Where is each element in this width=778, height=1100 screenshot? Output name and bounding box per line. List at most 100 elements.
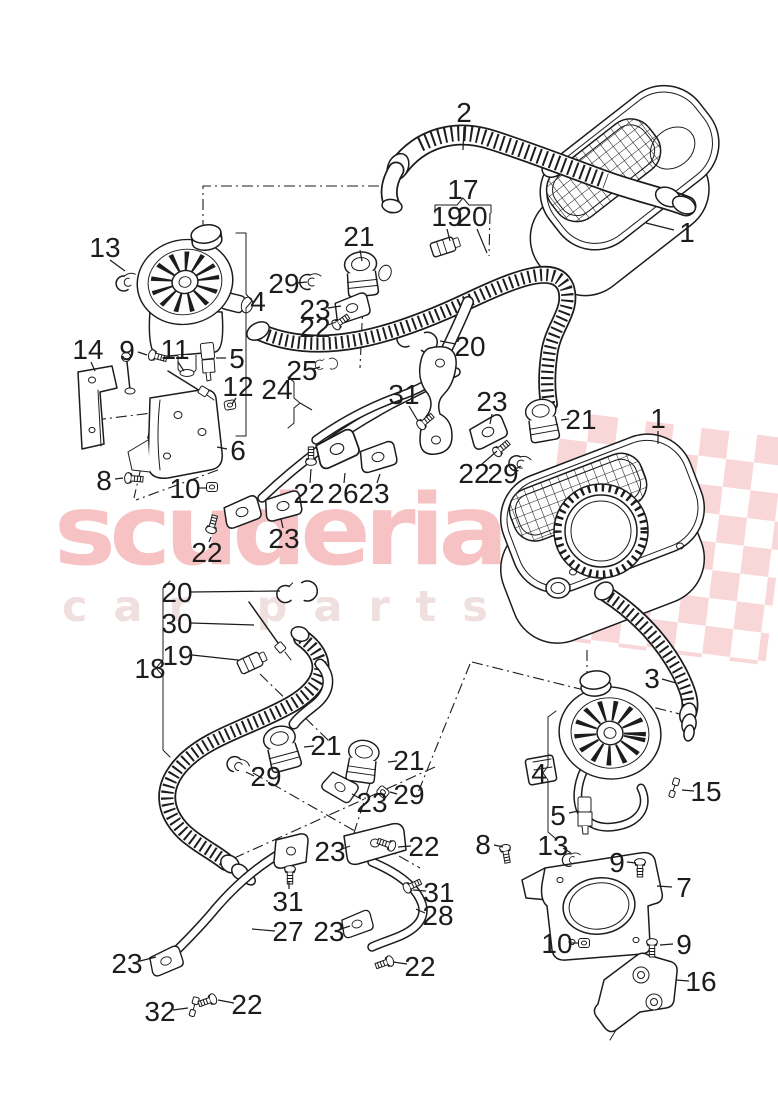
svg-text:9: 9 [676,929,692,960]
cable-tie-11 [167,370,215,401]
svg-text:23: 23 [111,948,142,979]
svg-text:1: 1 [679,217,695,248]
svg-text:23: 23 [313,916,344,947]
cable-tie-30 [248,601,292,661]
svg-text:22: 22 [408,831,439,862]
callout-5: 5 [550,800,579,831]
group-18-small-parts [235,578,320,676]
callout-8: 8 [96,465,124,496]
sensor-19-top [428,234,463,259]
callout-12: 12 [222,371,254,405]
callout-16: 16 [675,966,717,997]
svg-text:22: 22 [458,458,489,489]
svg-text:11: 11 [160,334,189,365]
callout-23: 23 [268,518,300,554]
callout-23: 23 [314,836,351,867]
screw-8-left [123,471,144,486]
screw-22-bl [196,992,219,1010]
svg-text:14: 14 [72,334,103,365]
pipe-28 [338,822,428,972]
hose-2 [380,124,697,217]
callout-13: 13 [89,232,126,272]
callout-1: 1 [650,403,666,444]
svg-text:23: 23 [358,478,389,509]
pipe-27 [146,833,309,1018]
svg-text:7: 7 [676,872,692,903]
stud-15 [667,777,681,799]
clip-29-a [223,752,252,779]
callout-21: 21 [303,730,342,761]
air-filter-housing-bottom [499,433,706,644]
svg-text:16: 16 [685,966,716,997]
svg-text:28: 28 [422,900,453,931]
callout-25: 25 [286,355,321,386]
svg-text:23: 23 [268,523,299,554]
callout-17: 17 [447,174,478,205]
callout-29: 29 [245,761,282,792]
callout-22: 22 [392,951,436,982]
svg-text:24: 24 [261,374,292,405]
callout-13: 13 [537,830,572,861]
svg-text:27: 27 [272,916,303,947]
svg-text:30: 30 [161,608,192,639]
callout-24: 24 [261,374,292,405]
svg-text:31: 31 [388,379,419,410]
stud-32 [188,996,200,1018]
svg-text:1: 1 [650,403,666,434]
svg-text:8: 8 [475,829,491,860]
secondary-air-pump-right [524,670,662,835]
screw-22-d [204,513,221,536]
svg-text:21: 21 [393,745,424,776]
callout-5: 5 [216,343,245,374]
svg-text:4: 4 [250,286,266,317]
sensor-5-right [577,796,593,835]
callout-26: 26 [327,472,359,509]
brace-18 [155,580,171,758]
callout-4: 4 [531,758,547,789]
svg-text:3: 3 [644,663,660,694]
svg-text:29: 29 [487,458,518,489]
svg-text:31: 31 [272,886,303,917]
clamp-23-bottom-left [146,944,186,978]
callout-15: 15 [681,776,722,807]
mounting-bracket-6 [127,388,223,479]
callout-22: 22 [299,312,337,343]
svg-text:31: 31 [423,877,454,908]
callout-1: 1 [645,217,695,248]
callout-31: 31 [412,877,455,908]
svg-text:22: 22 [191,537,222,568]
svg-text:18: 18 [134,653,165,684]
clamp-25 [314,357,339,372]
svg-text:5: 5 [550,800,566,831]
svg-text:25: 25 [286,355,317,386]
callout-22: 22 [191,536,223,568]
callout-8: 8 [475,829,504,860]
svg-text:20: 20 [454,331,485,362]
callout-21: 21 [343,221,375,262]
hose-3 [594,581,699,742]
nut-10-right [578,938,590,948]
callout-2: 2 [456,97,472,151]
callout-19: 19 [431,201,463,242]
callout-21: 21 [560,404,597,435]
clip-13-left [113,271,140,294]
callout-31: 31 [272,881,304,917]
callout-23: 23 [111,948,157,979]
svg-text:29: 29 [250,761,281,792]
svg-text:2: 2 [456,97,472,128]
svg-text:17: 17 [447,174,478,205]
svg-text:6: 6 [230,435,246,466]
callout-18: 18 [134,653,165,684]
svg-text:20: 20 [456,201,487,232]
svg-text:20: 20 [161,577,192,608]
callout-20: 20 [161,577,281,608]
callout-23: 23 [476,386,508,425]
callout-23: 23 [351,787,388,818]
callout-9: 9 [119,335,148,366]
callout-23: 23 [299,294,342,325]
callout-10: 10 [169,473,206,504]
svg-text:23: 23 [356,787,387,818]
svg-text:22: 22 [404,951,435,982]
